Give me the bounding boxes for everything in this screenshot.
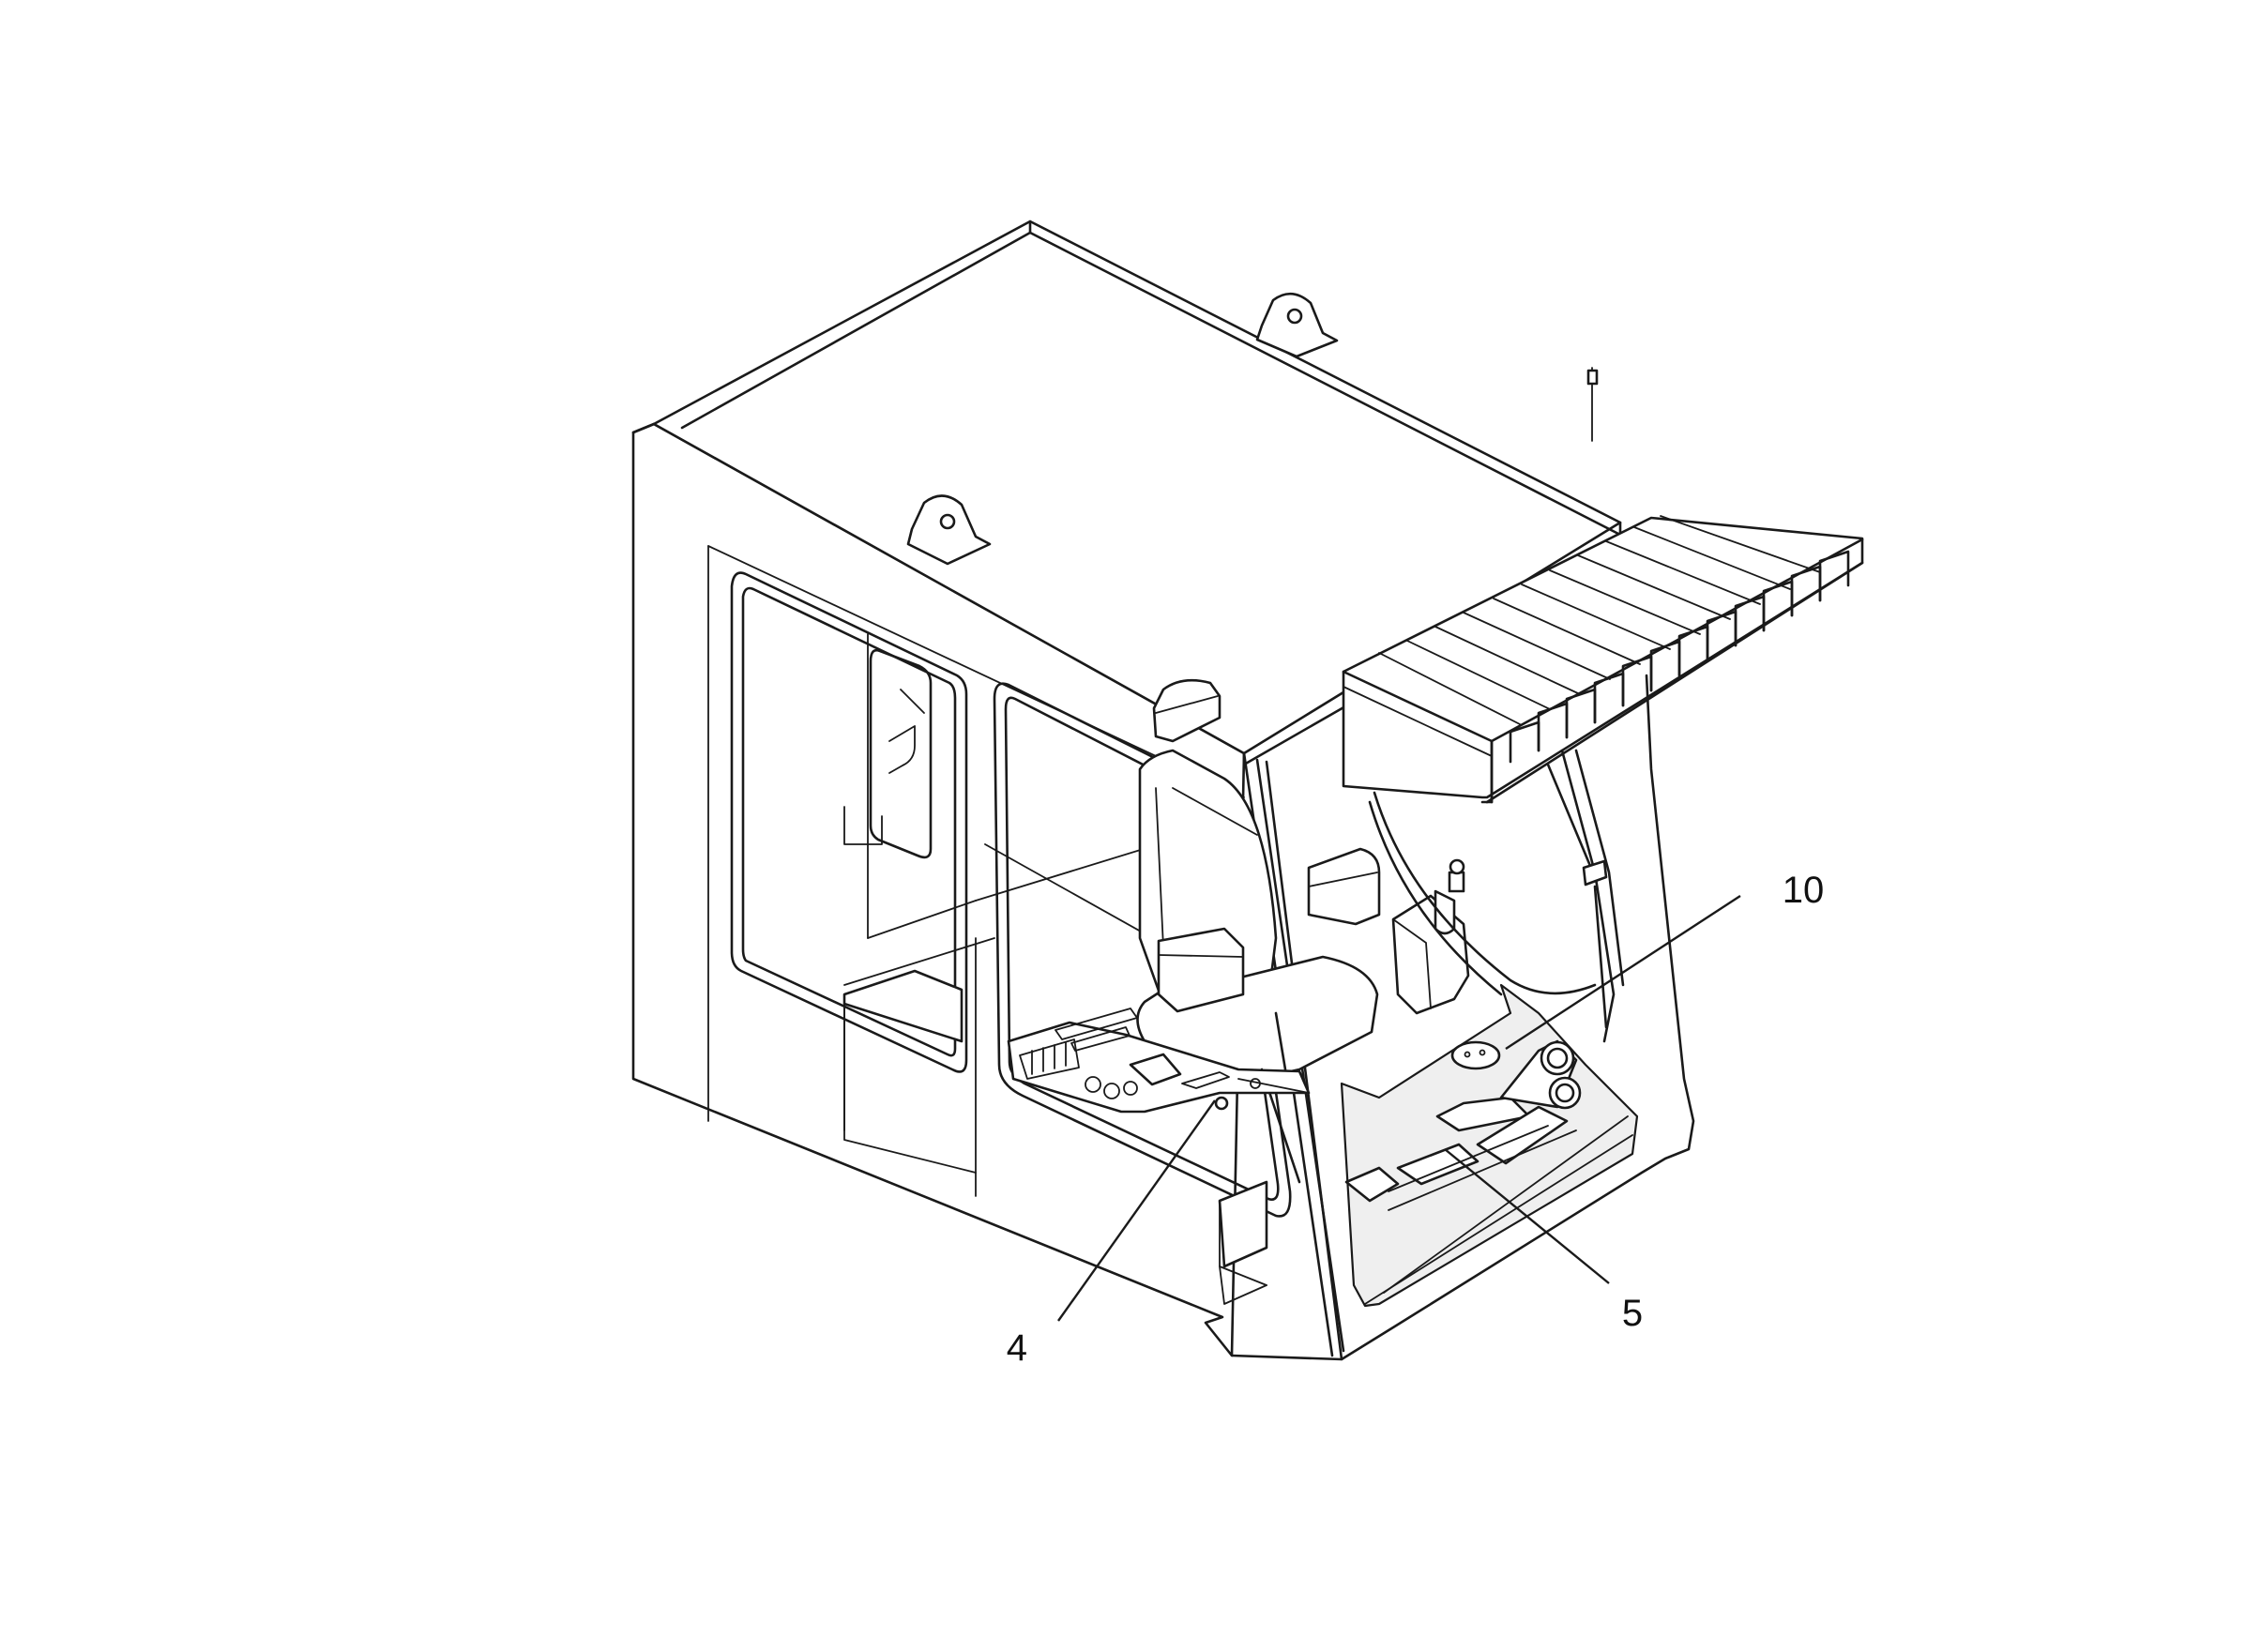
leader-5 — [1444, 1148, 1610, 1284]
leader-10 — [1505, 894, 1741, 1051]
rear-side-window — [730, 571, 968, 1073]
cab-roof — [652, 220, 1622, 766]
callout-label-10: 10 — [1783, 870, 1825, 911]
control-panel — [1007, 1008, 1311, 1114]
left-console — [842, 969, 977, 1174]
lifting-lug-rear — [1255, 292, 1339, 358]
cab-left-side-panel — [631, 416, 1246, 1357]
leader-4 — [1057, 1099, 1216, 1322]
callout-label-5: 5 — [1622, 1293, 1643, 1334]
callout-leaders — [1057, 894, 1741, 1322]
front-guard-grille — [1342, 515, 1864, 804]
lifting-lug-front — [906, 494, 992, 566]
pedal-housings — [1499, 1039, 1582, 1110]
callout-label-4: 4 — [1007, 1327, 1027, 1369]
front-wiper — [1546, 749, 1625, 1043]
right-joystick-console — [1368, 791, 1597, 1015]
operator-seat — [1136, 678, 1381, 1184]
floor-pedals — [1344, 1096, 1577, 1211]
floor-hatch-cover — [1450, 1040, 1501, 1070]
antenna — [1586, 367, 1599, 442]
cab-interior — [843, 633, 1268, 1305]
